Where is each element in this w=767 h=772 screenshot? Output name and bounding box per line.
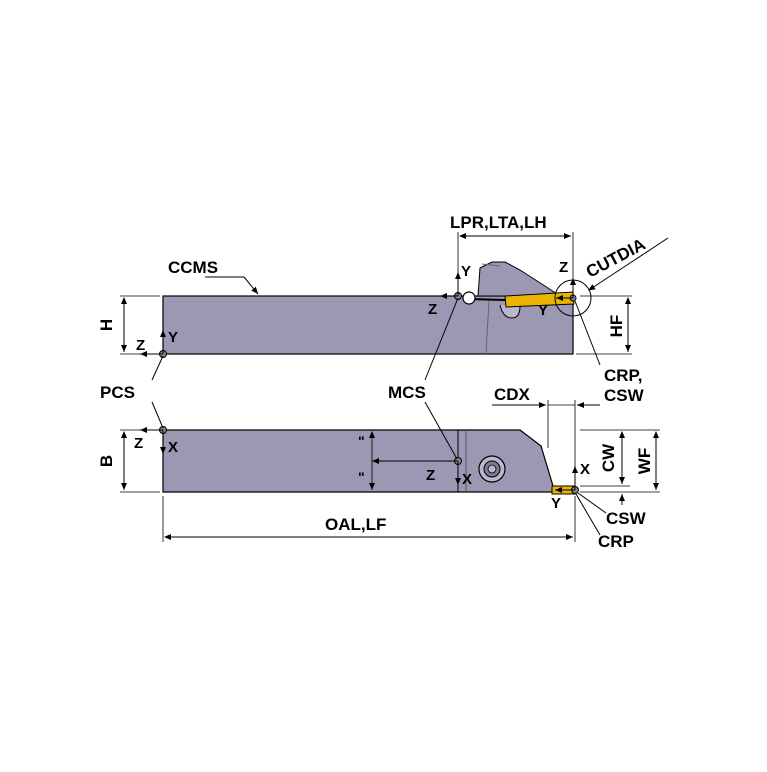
cutdia-label: CUTDIA — [583, 235, 649, 282]
crp-bottom-leader — [575, 493, 601, 536]
mcs-top-circle — [462, 291, 476, 305]
csw-bottom-label: CSW — [606, 509, 647, 528]
pcs-leader-bottom — [151, 401, 164, 429]
crp-bottom-label: CRP — [598, 532, 634, 551]
crp-csw-top-label-line2: CSW — [604, 386, 645, 405]
mcs-top-y: Y — [461, 263, 471, 280]
h-label: H — [97, 319, 116, 331]
crp-top-y: Y — [538, 302, 548, 319]
svg-text:": " — [358, 433, 365, 449]
lpr-lta-lh-label: LPR,LTA,LH — [450, 213, 547, 232]
cdx-label: CDX — [494, 385, 531, 404]
pcs-top-z: Z — [136, 337, 145, 354]
pcs-label: PCS — [100, 383, 135, 402]
crp-top-leader — [574, 300, 601, 366]
top-clamp-head — [477, 261, 562, 297]
svg-text:": " — [358, 469, 365, 485]
crp-bottom-y: Y — [551, 495, 561, 512]
mcs-top-z: Z — [428, 301, 437, 318]
bottom-view: " " — [120, 400, 660, 542]
top-view — [120, 232, 669, 366]
crp-top-z: Z — [559, 259, 568, 276]
hf-label: HF — [607, 315, 626, 338]
pcs-bottom-x: X — [168, 439, 178, 456]
pcs-leader-top — [151, 355, 164, 381]
oal-lf-label: OAL,LF — [325, 515, 386, 534]
pcs-bottom-z: Z — [134, 435, 143, 452]
mcs-bottom-x: X — [462, 471, 472, 488]
b-label: B — [97, 455, 116, 467]
mcs-bottom-z: Z — [426, 467, 435, 484]
crp-csw-top-label-line1: CRP, — [604, 366, 642, 385]
cutdia-leader — [588, 237, 669, 291]
crp-bottom-x: X — [580, 461, 590, 478]
top-screw-slot — [499, 304, 521, 319]
wf-label: WF — [635, 448, 654, 474]
mcs-leader-top — [424, 297, 459, 381]
mcs-label: MCS — [388, 383, 426, 402]
ccms-label: CCMS — [168, 258, 218, 277]
pcs-top-y: Y — [168, 329, 178, 346]
cw-label: CW — [599, 443, 618, 472]
csw-bottom-leader — [577, 492, 607, 514]
mcs-leader-bottom — [424, 401, 458, 460]
